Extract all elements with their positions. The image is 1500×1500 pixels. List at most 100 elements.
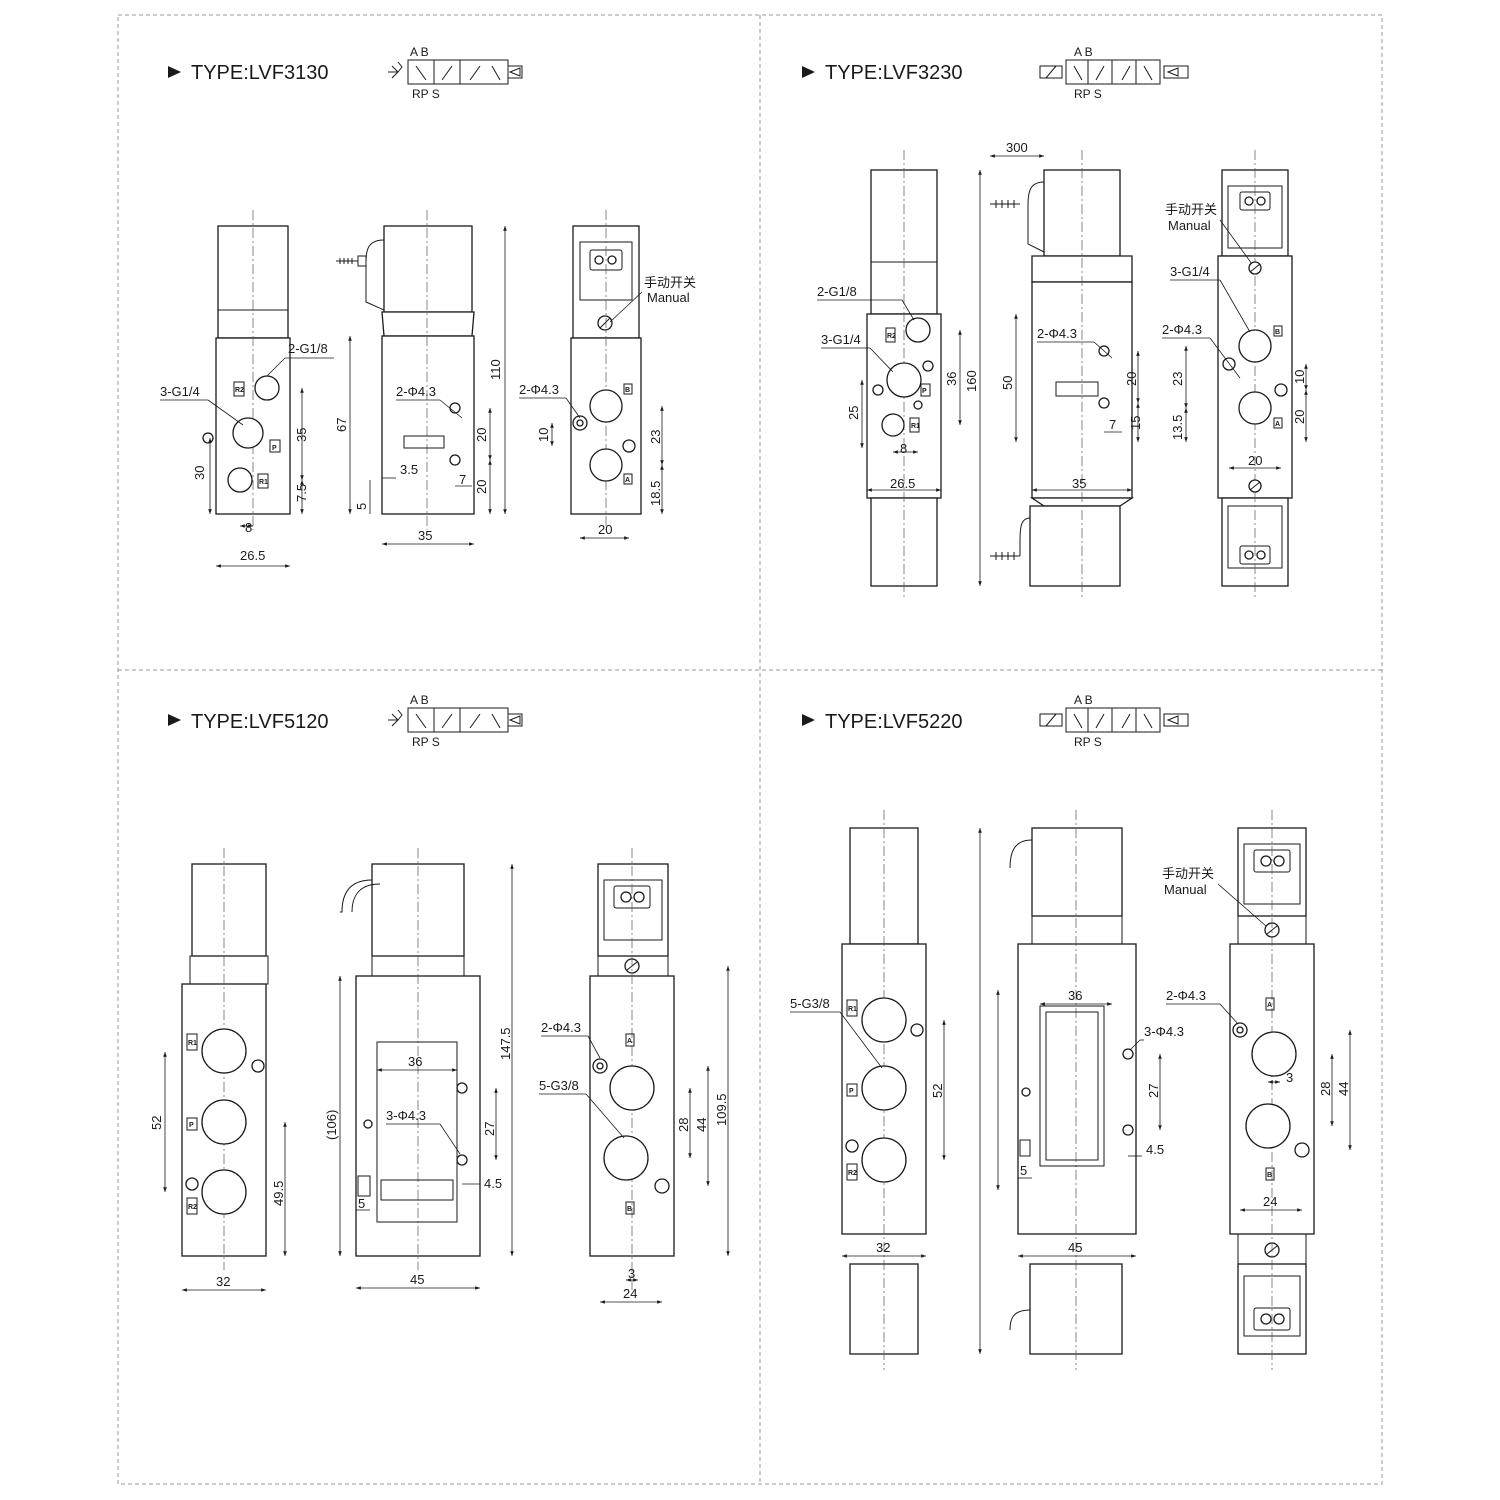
dimension-30: 30 [192,466,207,480]
side-view: 36 3-Φ4.3 (106) 147.5 27 4.5 5 45 [324,848,514,1290]
port-r [227,467,253,493]
port-label-b: B [1275,329,1280,336]
title-arrow-icon [168,714,181,726]
panel-lvf3130: TYPE:LVF3130 A B RP S R2 P [160,45,696,568]
side-view: 36 3-Φ4.3 27 4.5 5 45 [978,810,1184,1370]
port-label-a: A [1275,421,1280,428]
dimension-32: 32 [216,1274,230,1289]
leader-label-2-phi-4-3: 2-Φ4.3 [519,382,559,397]
dimension-24: 24 [1263,1194,1277,1209]
manual-label-en: Manual [647,290,690,305]
dimension-35: 35 [1072,476,1086,491]
leader-label-2-phi-4-3: 2-Φ4.3 [541,1020,581,1035]
port-label-r2: R2 [235,387,244,394]
leader-label-3-phi-4-3: 3-Φ4.3 [386,1108,426,1123]
dimension-52: 52 [930,1084,945,1098]
dimension-3-5: 3.5 [400,462,418,477]
dimension-300: 300 [1006,140,1028,155]
valve-symbol: A B RP S [1039,693,1189,749]
port-b [589,389,623,423]
dimension-28: 28 [1318,1082,1333,1096]
dimension-44: 44 [694,1118,709,1132]
dimension-110: 110 [488,359,503,380]
port-label-p: P [922,388,927,395]
symbol-top-labels: A B [410,693,429,707]
back-view: B A 手动开关 Manual 2-Φ4.3 10 23 18.5 20 [519,210,696,540]
panel-frame [117,14,1383,1485]
dimension-32: 32 [876,1240,890,1255]
dimension-35: 35 [294,428,309,442]
panel-title: TYPE:LVF5120 [191,711,328,733]
dimension-7-5: 7.5 [294,484,309,502]
title-arrow-icon [168,66,181,78]
port-label-a: A [1267,1002,1272,1009]
dimension-67: 67 [334,418,349,432]
dimension-147-5: 147.5 [498,1027,513,1060]
dimension-8: 8 [900,441,907,456]
dimension-20-upper: 20 [474,428,489,442]
leader-label-3-g1-4: 3-G1/4 [1170,264,1210,279]
symbol-top-labels: A B [1074,45,1093,59]
panel-title: TYPE:LVF3130 [191,62,328,84]
dimension-44: 44 [1336,1082,1351,1096]
port-label-r2: R2 [848,1170,857,1177]
dimension-36: 36 [408,1054,422,1069]
port-label-p: P [849,1088,854,1095]
dimension-23: 23 [648,430,663,444]
connector-socket [1253,1307,1291,1331]
dimension-160: 160 [964,370,979,392]
front-view: R1 P R2 5-G3/8 52 32 [790,810,946,1370]
dimension-49-5: 49.5 [271,1181,286,1206]
port-a [589,448,623,482]
dimension-5: 5 [1020,1163,1027,1178]
valve-symbol: A B RP S [1039,45,1189,101]
panel-title: TYPE:LVF3230 [825,62,962,84]
dimension-24: 24 [623,1286,637,1301]
dimension-35-width: 35 [418,528,432,543]
mount-hole [202,432,214,444]
mount-hole-bottom [449,454,461,466]
symbol-bottom-labels: RP S [412,735,440,749]
dimension-8: 8 [245,520,252,535]
side-view: 2-Φ4.3 300 160 50 20 15 7 35 [964,140,1143,600]
leader-label-3-g1-4: 3-G1/4 [821,332,861,347]
dimension-20: 20 [598,522,612,537]
dimension-20-lower: 20 [474,480,489,494]
manual-label-cn: 手动开关 [1162,866,1214,881]
dimension-10: 10 [1292,370,1307,384]
front-view: R2 P R1 2-G1/8 3-G1/4 35 30 7.5 8 26.5 [160,210,334,568]
port-label-b: B [1267,1172,1272,1179]
port-label-b: B [627,1206,632,1213]
port-label-a: A [625,477,630,484]
panel-lvf5220: TYPE:LVF5220 A B RP S [790,693,1352,1370]
symbol-top-labels: A B [1074,693,1093,707]
leader-label-2-phi-4-3: 2-Φ4.3 [1162,322,1202,337]
port-label-r2: R2 [188,1204,197,1211]
front-view: R1 P R2 52 49.5 32 [149,848,287,1292]
dimension-36: 36 [944,372,959,386]
port-label-r1: R1 [188,1040,197,1047]
panel-lvf3230: TYPE:LVF3230 A B RP S [802,45,1308,600]
dimension-52: 52 [149,1116,164,1130]
dimension-3: 3 [628,1266,635,1281]
title-arrow-icon [802,66,815,78]
symbol-bottom-labels: RP S [1074,735,1102,749]
valve-symbol: A B RP S [388,45,523,101]
leader-label-3-phi-4-3: 3-Φ4.3 [1144,1024,1184,1039]
leader-label-2-phi-4-3: 2-Φ4.3 [396,384,436,399]
dimension-10: 10 [536,428,551,442]
dimension-50: 50 [1000,376,1015,390]
side-view: 2-Φ4.3 110 67 20 20 3.5 7 5 35 [334,210,507,546]
mount-hole-right [622,439,636,453]
port-b [254,375,280,401]
leader-label-2-phi-4-3: 2-Φ4.3 [1166,988,1206,1003]
manual-label-cn: 手动开关 [1165,202,1217,217]
front-view: R2 P R1 2-G1/8 3-G1/4 36 25 8 26.5 [817,150,962,600]
dimension-5: 5 [358,1196,365,1211]
manual-label-en: Manual [1168,218,1211,233]
dimension-27: 27 [482,1122,497,1136]
dimension-26-5: 26.5 [890,476,915,491]
port-label-p: P [189,1122,194,1129]
symbol-top-labels: A B [410,45,429,59]
